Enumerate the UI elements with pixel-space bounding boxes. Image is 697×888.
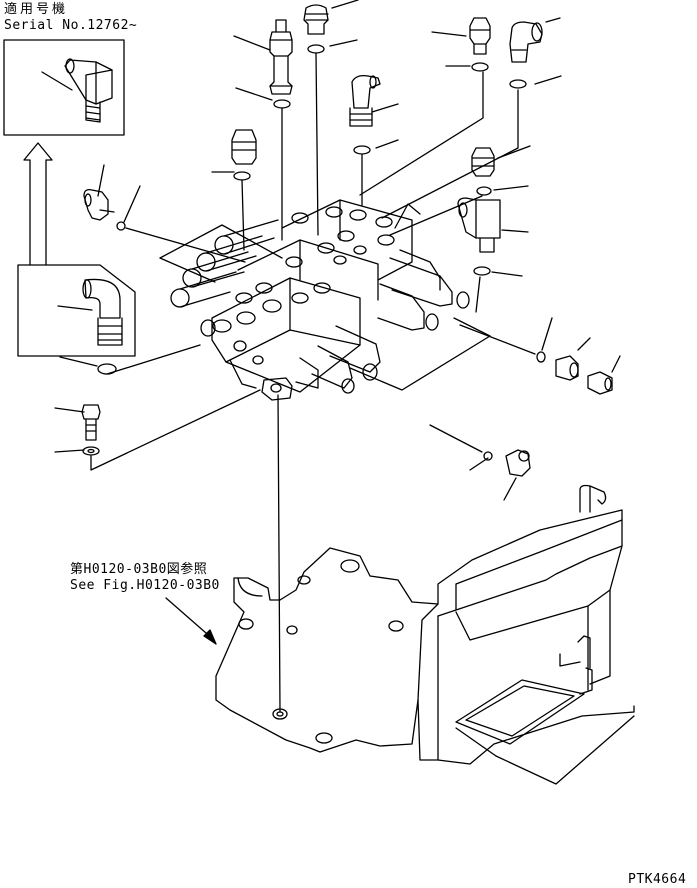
inset-elbow-fitting — [18, 265, 135, 356]
top-center-fitting — [304, 0, 358, 235]
upward-arrow-icon — [24, 143, 52, 265]
control-valve-assembly — [160, 200, 490, 400]
inset-elbow-sensor — [4, 40, 124, 135]
drawing-code: PTK4664 — [628, 872, 687, 887]
reference-arrow-icon — [166, 598, 216, 644]
mounting-frame — [216, 395, 634, 784]
left-elbow-and-oring — [84, 165, 245, 262]
left-oring-and-bolt — [55, 345, 260, 470]
upper-mid-elbow — [350, 76, 398, 205]
applicable-serial-number: Serial No.12762~ — [4, 18, 138, 33]
applicable-serial-title: 適用号機 — [4, 2, 69, 17]
reference-note-en: See Fig.H0120-03B0 — [70, 578, 220, 593]
top-right-fittings — [360, 18, 561, 218]
right-lower-fittings — [430, 318, 620, 500]
left-upper-fitting — [212, 130, 256, 250]
top-tall-fitting — [234, 20, 292, 240]
reference-note-jp: 第H0120-03B0図参照 — [70, 562, 208, 577]
right-fittings — [390, 146, 530, 312]
